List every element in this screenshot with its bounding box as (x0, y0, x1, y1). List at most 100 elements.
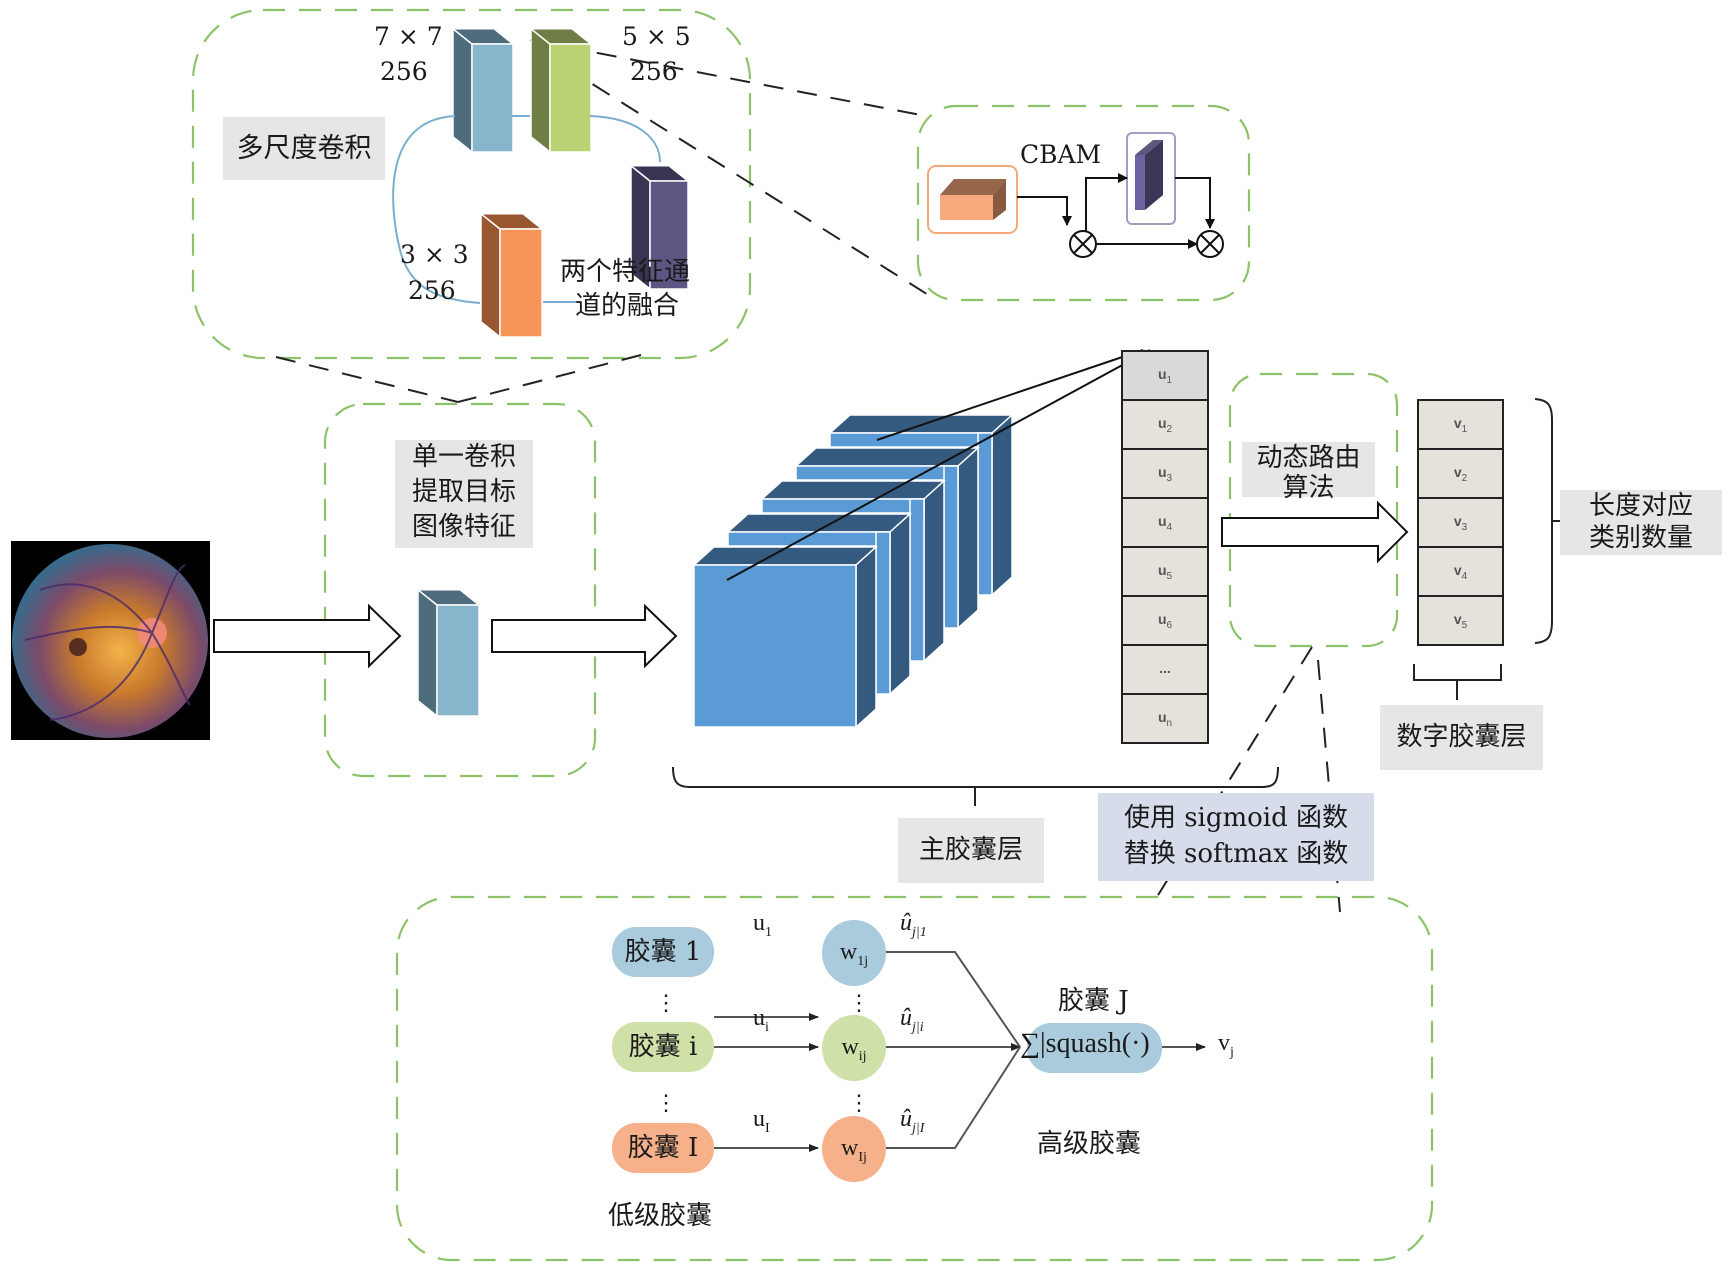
u-cell-base: u (1157, 463, 1167, 480)
multiscale-connectors (392, 115, 661, 304)
single-conv-line2: 提取目标 (411, 477, 516, 507)
v-cell (1417, 595, 1504, 646)
zoom-connector-cbam (529, 39, 931, 297)
squash-label: ∑|squash(·) (1020, 1028, 1150, 1059)
w-sub: Ij (858, 1149, 867, 1165)
conv-3x3-side (480, 212, 501, 339)
u-cell-base: u (1157, 365, 1167, 382)
u-cell-sub: 5 (1166, 570, 1173, 582)
v-cell-sub: 2 (1461, 472, 1468, 484)
routing-line1: 动态路由 (1256, 443, 1361, 473)
u-cell (1121, 350, 1209, 401)
fusion-label-line1: 两个特征通 (560, 257, 691, 287)
arrow-conv-to-primary (491, 603, 678, 669)
single-conv-side (417, 588, 438, 718)
k3-channels-label: 256 (408, 276, 456, 305)
u-cell-label: u6 (1122, 611, 1208, 631)
cbam-attention-map (1135, 140, 1163, 210)
single-conv-front (436, 604, 480, 717)
v-cell-label: v5 (1418, 611, 1503, 631)
v-cell-base: v (1453, 463, 1462, 480)
v-cell-label: v4 (1418, 562, 1503, 582)
sigmoid-note-line2: 替换 softmax 函数 (1123, 839, 1349, 869)
capsule-projection-lines (726, 349, 1151, 581)
u-cell-label: u5 (1122, 562, 1208, 582)
u-cell-base: u (1157, 708, 1167, 725)
weight-node: wIj (822, 1116, 886, 1182)
v-cell-base: v (1453, 610, 1462, 627)
routing-box (1228, 372, 1399, 648)
k5-size-label: 5 × 5 (622, 22, 691, 51)
u-cell (1121, 595, 1209, 646)
uhat-sub: j|I (912, 1120, 925, 1136)
low-capsule-2: 胶囊 i (612, 1022, 714, 1072)
u-sub: 1 (765, 924, 772, 940)
sigmoid-note-line1: 使用 sigmoid 函数 (1123, 803, 1349, 833)
v-cell-base: v (1453, 561, 1462, 578)
cbam-box (916, 104, 1251, 302)
k3-size-label: 3 × 3 (400, 240, 469, 269)
cbam-input-tensor (940, 179, 1006, 220)
u-cell-label: ... (1122, 660, 1208, 676)
conv-7x7-front (471, 43, 514, 153)
routing-label: 动态路由 算法 (1242, 442, 1375, 502)
fundus-image (11, 541, 210, 740)
uhat-label: ûj|I (900, 1106, 924, 1137)
u-cell-sub: 2 (1166, 423, 1173, 435)
single-conv-line1: 单一卷积 (411, 442, 516, 472)
multiply-icon (1196, 230, 1224, 258)
w-sub: 1j (857, 953, 869, 969)
fusion-front (649, 180, 689, 290)
single-conv-block (415, 588, 482, 718)
uhat-sub: j|1 (912, 924, 927, 940)
u-cell-label: u3 (1122, 464, 1208, 484)
u-cell-base: u (1157, 561, 1167, 578)
routing-detail-lines (714, 951, 1206, 1152)
u-cell-sub: 1 (1166, 374, 1173, 386)
k7-size-label: 7 × 7 (374, 22, 443, 51)
high-capsule-label: 高级胶囊 (1037, 1129, 1142, 1159)
low-capsule-1: 胶囊 1 (612, 927, 714, 977)
output-vj-base: v (1218, 1030, 1230, 1056)
squash-node (1027, 1023, 1162, 1073)
vertical-ellipsis: ⋮ (655, 990, 677, 1015)
single-conv-line3: 图像特征 (411, 512, 516, 542)
v-cell-sub: 3 (1461, 521, 1468, 533)
u-base: u (753, 1106, 765, 1132)
k7-channels-label: 256 (380, 57, 428, 86)
u-base: u (753, 1005, 765, 1031)
uhat-label: ûj|i (900, 1005, 924, 1036)
v-cell-base: v (1453, 414, 1462, 431)
u-cell (1121, 497, 1209, 548)
high-capsule-title: 胶囊 J (1058, 986, 1129, 1016)
conv-3x3-front (499, 228, 543, 338)
class-length-line2: 类别数量 (1588, 523, 1693, 553)
primary-capsule-label: 主胶囊层 (898, 818, 1044, 883)
u-cell-sub: 3 (1166, 472, 1173, 484)
cbam-arrows (1017, 173, 1215, 249)
w-base: w (841, 1034, 859, 1060)
uhat-base: û (900, 1005, 912, 1031)
conv-5x5-block (528, 27, 594, 154)
sigmoid-note: 使用 sigmoid 函数 替换 softmax 函数 (1098, 793, 1374, 881)
single-conv-box (323, 402, 597, 778)
u-cell-label: u1 (1122, 366, 1208, 386)
u-base: u (753, 910, 765, 936)
conv-5x5-front (549, 43, 592, 153)
u-input-label: uI (753, 1106, 770, 1137)
weight-node: wij (822, 1015, 886, 1081)
u-cell-label: u4 (1122, 513, 1208, 533)
v-cell-label: v2 (1418, 464, 1503, 484)
u-cell-sub: 6 (1166, 619, 1173, 631)
k5-channels-label: 256 (630, 57, 678, 86)
class-length-line1: 长度对应 (1588, 491, 1693, 521)
v-cell (1417, 399, 1504, 450)
u-cell-base: u (1157, 610, 1167, 627)
u-cell (1121, 399, 1209, 450)
conv-7x7-block (450, 27, 516, 154)
u-input-label: u1 (753, 910, 772, 941)
low-capsule-3: 胶囊 I (612, 1123, 714, 1173)
primary-capsule-brace (672, 766, 1279, 806)
u-sub: i (765, 1019, 769, 1035)
